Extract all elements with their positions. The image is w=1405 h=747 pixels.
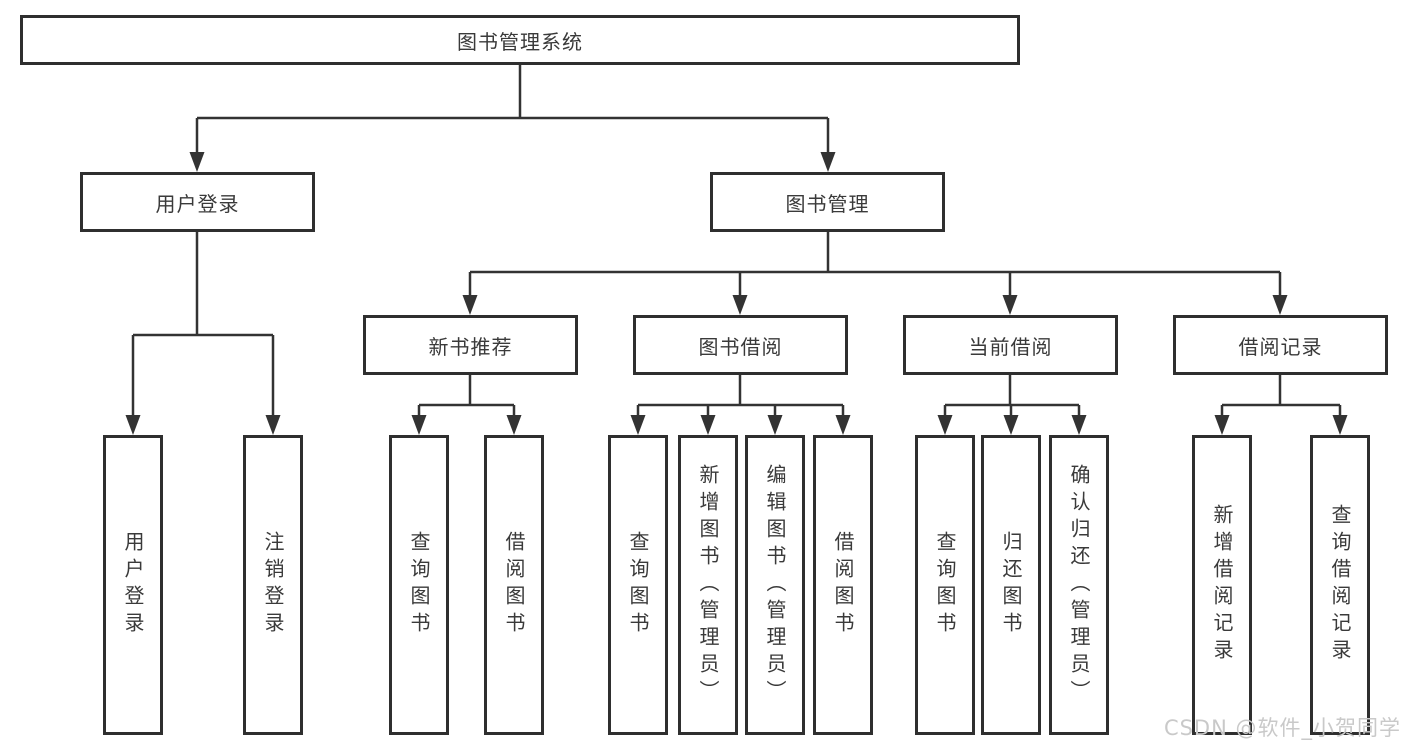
node-label: 借阅记录 — [1238, 334, 1323, 359]
leaf-edit-books-admin: 编辑图书（管理员） — [745, 435, 805, 735]
leaf-label: 查询图书 — [626, 531, 650, 639]
leaf-confirm-return-admin: 确认归还（管理员） — [1049, 435, 1109, 735]
leaf-label: 新增图书（管理员） — [696, 463, 720, 707]
node-label: 新书推荐 — [428, 334, 513, 359]
node-book-borrowing: 图书借阅 — [633, 315, 848, 375]
node-new-book-recommendation: 新书推荐 — [363, 315, 578, 375]
leaf-label: 新增借阅记录 — [1210, 504, 1234, 666]
leaf-query-borrow-record: 查询借阅记录 — [1310, 435, 1370, 735]
leaf-borrow-books-recommend: 借阅图书 — [484, 435, 544, 735]
leaf-label: 用户登录 — [121, 531, 145, 639]
leaf-label: 归还图书 — [999, 531, 1023, 639]
node-label: 图书管理 — [785, 191, 870, 216]
node-label: 当前借阅 — [968, 334, 1053, 359]
leaf-label: 编辑图书（管理员） — [763, 463, 787, 707]
leaf-add-books-admin: 新增图书（管理员） — [678, 435, 738, 735]
node-library-management-system: 图书管理系统 — [20, 15, 1020, 65]
node-current-borrowing: 当前借阅 — [903, 315, 1118, 375]
leaf-query-books-recommend: 查询图书 — [389, 435, 449, 735]
node-label: 图书管理系统 — [457, 29, 583, 54]
leaf-label: 查询图书 — [407, 531, 431, 639]
leaf-label: 借阅图书 — [831, 531, 855, 639]
leaf-label: 查询图书 — [933, 531, 957, 639]
leaf-label: 确认归还（管理员） — [1067, 463, 1091, 707]
node-borrowing-records: 借阅记录 — [1173, 315, 1388, 375]
leaf-user-login: 用户登录 — [103, 435, 163, 735]
leaf-label: 借阅图书 — [502, 531, 526, 639]
leaf-label: 注销登录 — [261, 531, 285, 639]
leaf-return-books: 归还图书 — [981, 435, 1041, 735]
node-user-login: 用户登录 — [80, 172, 315, 232]
node-label: 用户登录 — [155, 191, 240, 216]
node-book-management: 图书管理 — [710, 172, 945, 232]
node-label: 图书借阅 — [698, 334, 783, 359]
csdn-watermark: CSDN @软件_小贺同学 — [1163, 716, 1401, 740]
leaf-query-books-current: 查询图书 — [915, 435, 975, 735]
leaf-label: 查询借阅记录 — [1328, 504, 1352, 666]
leaf-query-books-borrow: 查询图书 — [608, 435, 668, 735]
leaf-borrow-books: 借阅图书 — [813, 435, 873, 735]
leaf-logout: 注销登录 — [243, 435, 303, 735]
leaf-add-borrow-record: 新增借阅记录 — [1192, 435, 1252, 735]
